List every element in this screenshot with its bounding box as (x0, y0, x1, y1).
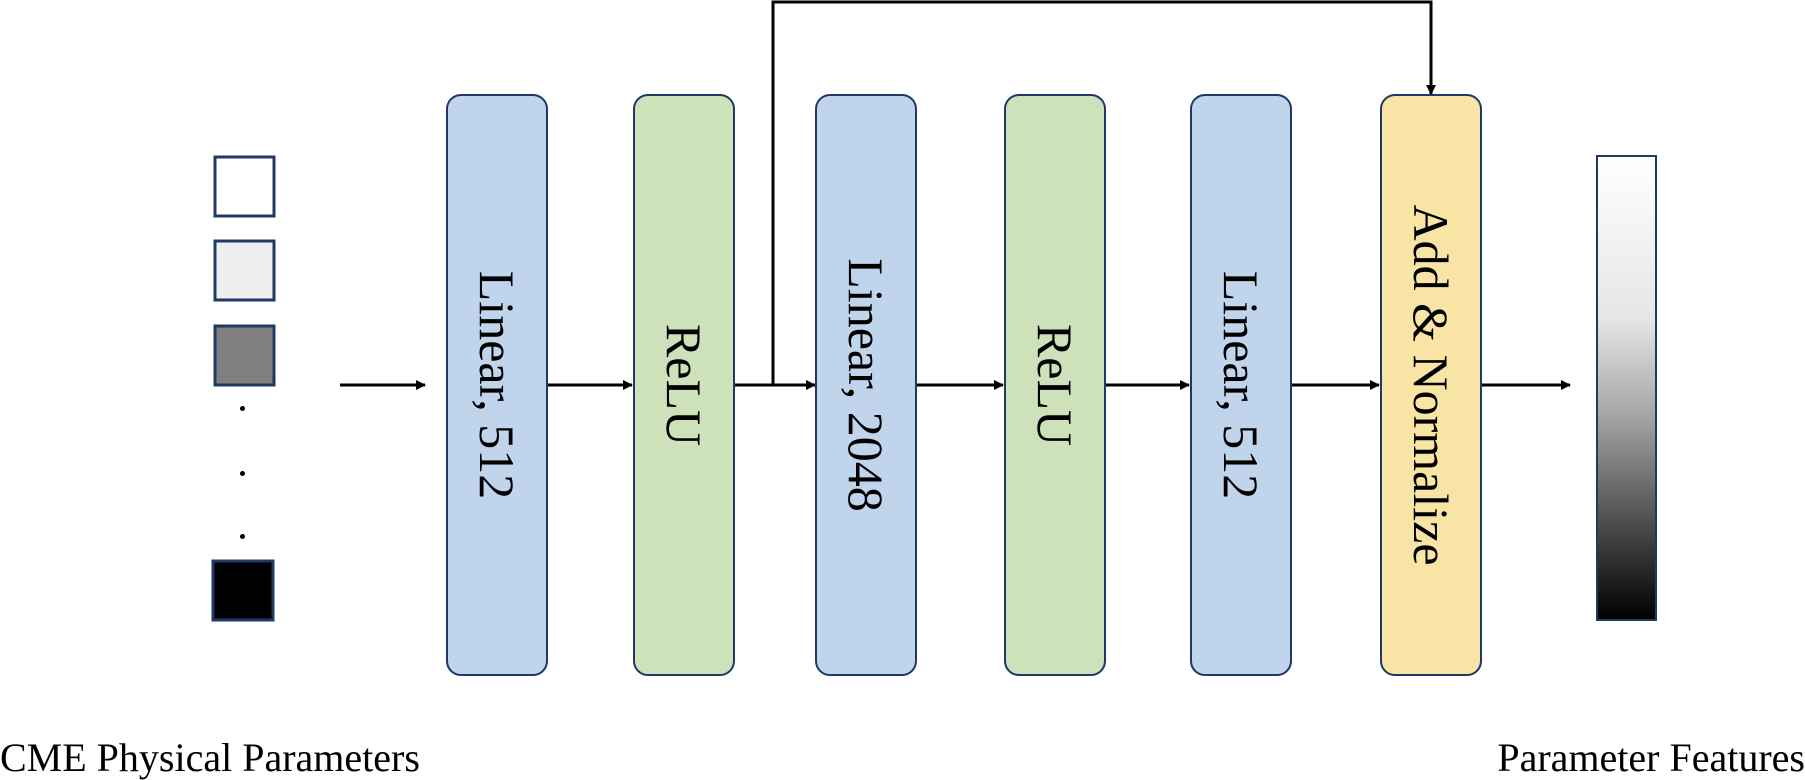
ellipsis-dot-3 (240, 534, 245, 539)
input-caption: CME Physical Parameters (0, 735, 420, 780)
input-swatch-4 (211, 559, 275, 622)
ellipsis-dot-1 (240, 406, 245, 411)
output-caption: Parameter Features (1497, 735, 1805, 780)
input-swatch-2 (213, 239, 276, 302)
block-linear-2048: Linear, 2048 (815, 94, 917, 676)
block-relu-first: ReLU (633, 94, 735, 676)
svg-text:Linear, 512: Linear, 512 (469, 271, 525, 499)
svg-text:Add & Normalize: Add & Normalize (1403, 204, 1459, 565)
svg-text:Linear, 512: Linear, 512 (1213, 271, 1269, 499)
residual-connection-arrow (771, 0, 1436, 385)
block-linear-512-second: Linear, 512 (1190, 94, 1292, 676)
block-add-normalize: Add & Normalize (1380, 94, 1482, 676)
ellipsis-dot-2 (240, 471, 245, 476)
block-relu-second: ReLU (1004, 94, 1106, 676)
svg-text:Linear, 2048: Linear, 2048 (838, 258, 894, 511)
svg-text:ReLU: ReLU (656, 324, 712, 446)
input-swatch-1 (213, 155, 276, 218)
svg-text:ReLU: ReLU (1027, 324, 1083, 446)
output-feature-vector (1596, 155, 1657, 621)
input-swatch-3 (213, 324, 276, 387)
block-linear-512-first: Linear, 512 (446, 94, 548, 676)
